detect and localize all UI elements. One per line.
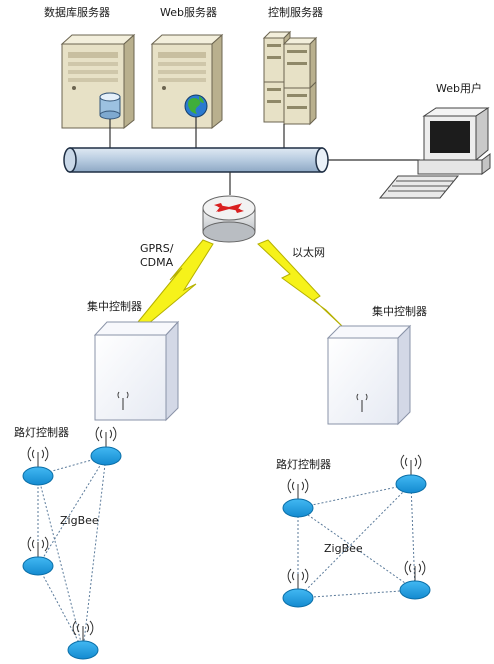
web-user-label: Web用户 [436,82,482,95]
streetlight-controller-node [282,568,314,608]
streetlight-controller-node [22,446,54,486]
control-server-icon [262,30,318,148]
concentrator-left-box [93,320,180,422]
streetlight-controller-node [395,454,427,494]
streetlight-left-label: 路灯控制器 [14,426,69,439]
streetlight-controller-node [399,560,431,600]
streetlight-controller-node [22,536,54,576]
ethernet-label: 以太网 [292,246,325,259]
router-icon [202,195,256,243]
streetlight-right-label: 路灯控制器 [276,458,331,471]
database-server-icon [60,33,136,148]
web-user-computer-icon [325,107,491,199]
web-server-label: Web服务器 [160,6,217,19]
zigbee-left-label: ZigBee [60,514,99,527]
streetlight-controller-node [282,478,314,518]
gprs-label: GPRS/ [140,242,174,255]
concentrator-left-label: 集中控制器 [87,300,142,313]
gprs-cdma-link-lightning [137,239,214,325]
network-backbone-bus [63,147,329,173]
zigbee-right-label: ZigBee [324,542,363,555]
streetlight-controller-node [67,620,99,660]
left-zigbee-mesh [37,455,107,651]
streetlight-controller-node [90,426,122,466]
cdma-label: CDMA [140,256,174,269]
concentrator-right-label: 集中控制器 [372,305,427,318]
control-server-label: 控制服务器 [268,6,323,19]
antenna-icon [117,391,129,410]
db-server-label: 数据库服务器 [44,6,110,19]
concentrator-right-box [326,324,412,426]
right-zigbee-mesh [297,483,416,599]
web-server-icon [150,33,224,148]
antenna-icon [356,393,368,412]
